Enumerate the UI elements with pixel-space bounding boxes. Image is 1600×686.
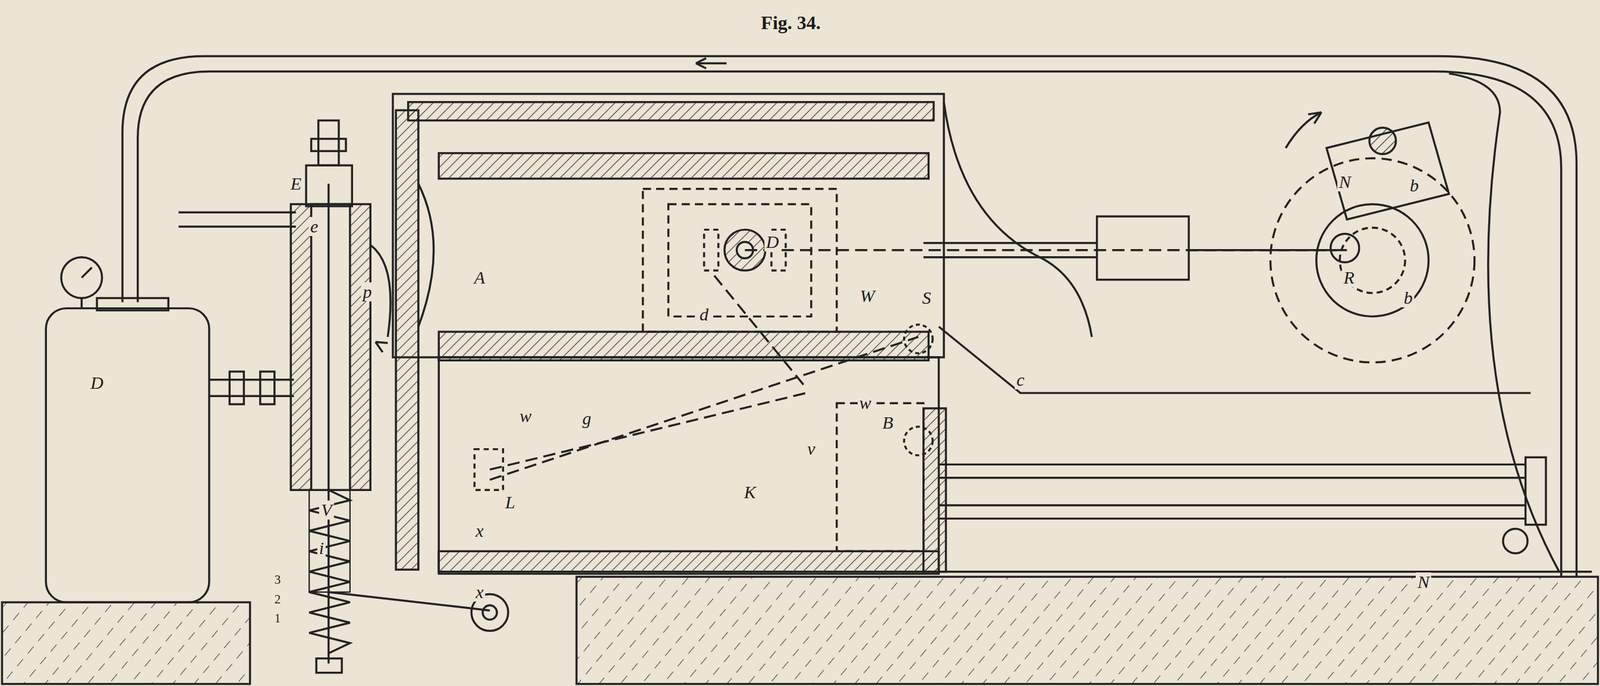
part-letter: D <box>88 373 106 393</box>
part-letter: E <box>288 174 304 194</box>
direction-arrow <box>375 58 727 353</box>
crank <box>1270 112 1474 363</box>
part-letter: D <box>764 232 781 252</box>
part-letter: x <box>473 582 485 602</box>
lower-cylinder <box>438 275 946 574</box>
part-letter: R <box>1341 268 1356 288</box>
part-letter: e <box>308 216 320 236</box>
part-letter: i <box>317 538 326 558</box>
part-letter: d <box>697 304 711 324</box>
part-letter: A <box>472 268 487 288</box>
foundation <box>1 576 1598 684</box>
callout-number: 3 <box>273 573 283 587</box>
part-letter: N <box>1415 572 1432 592</box>
figure-title: Fig. 34. <box>760 13 821 33</box>
part-letter: g <box>580 408 594 428</box>
part-letter: p <box>361 282 374 302</box>
part-letter: c <box>1014 370 1026 390</box>
main-cylinder <box>392 93 944 570</box>
crosshead-rod <box>744 102 1592 572</box>
part-letter: S <box>920 288 933 308</box>
part-letter: b <box>1408 175 1421 195</box>
part-letter: L <box>503 492 518 512</box>
part-letter: w <box>857 393 874 413</box>
valve <box>178 120 509 673</box>
tank <box>45 257 294 603</box>
part-letter: V <box>319 500 334 520</box>
part-letter: w <box>517 406 534 426</box>
part-letter: b <box>1402 288 1415 308</box>
part-letter: v <box>805 439 817 459</box>
pipe-loop <box>122 55 1577 577</box>
part-letter: x <box>473 521 485 541</box>
callout-number: 1 <box>273 612 283 625</box>
part-letter: B <box>880 413 895 433</box>
part-letter: W <box>858 286 877 306</box>
part-letter: N <box>1337 172 1353 192</box>
callout-number: 2 <box>273 592 283 606</box>
part-letter: K <box>742 482 758 502</box>
